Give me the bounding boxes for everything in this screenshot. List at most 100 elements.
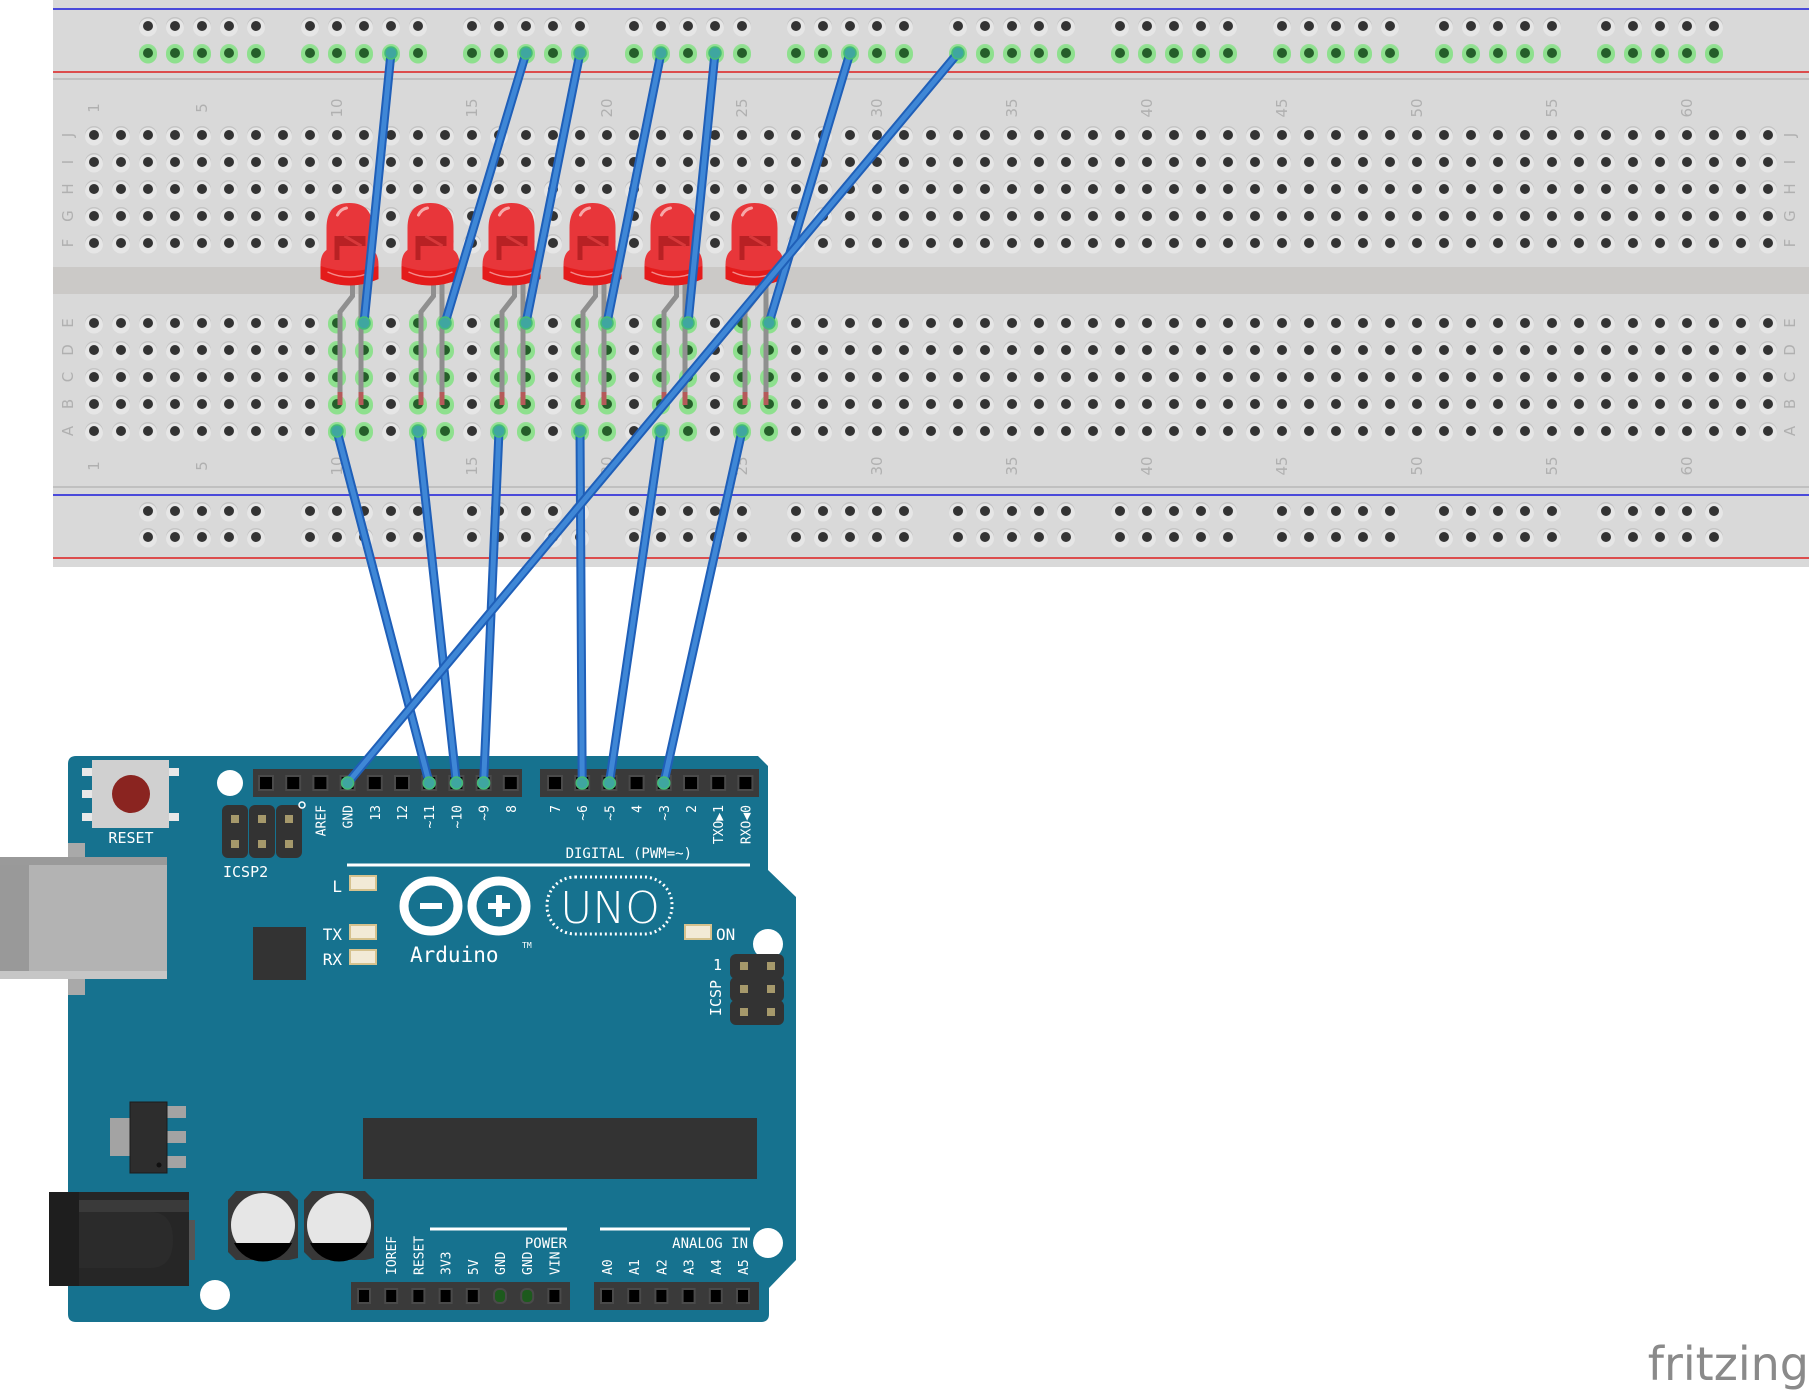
breadboard-hole[interactable] bbox=[193, 180, 211, 200]
breadboard-hole[interactable] bbox=[814, 395, 832, 415]
breadboard-hole[interactable] bbox=[1246, 368, 1264, 388]
breadboard-hole[interactable] bbox=[1651, 153, 1669, 173]
rail-hole[interactable] bbox=[409, 17, 427, 37]
breadboard-hole[interactable] bbox=[301, 368, 319, 388]
breadboard-hole[interactable] bbox=[463, 180, 481, 200]
rail-hole[interactable] bbox=[787, 44, 805, 64]
breadboard-hole[interactable] bbox=[625, 341, 643, 361]
breadboard-hole[interactable] bbox=[1030, 126, 1048, 146]
breadboard-hole[interactable] bbox=[1273, 368, 1291, 388]
reset-button[interactable] bbox=[82, 760, 179, 828]
breadboard-hole[interactable] bbox=[706, 368, 724, 388]
breadboard-hole[interactable] bbox=[1084, 126, 1102, 146]
breadboard-hole[interactable] bbox=[1489, 126, 1507, 146]
breadboard-hole[interactable] bbox=[1543, 395, 1561, 415]
breadboard-hole[interactable] bbox=[1165, 341, 1183, 361]
breadboard-hole[interactable] bbox=[1678, 153, 1696, 173]
breadboard-hole[interactable] bbox=[1273, 395, 1291, 415]
rail-hole[interactable] bbox=[1192, 44, 1210, 64]
breadboard-hole[interactable] bbox=[652, 341, 670, 361]
breadboard-hole[interactable] bbox=[1435, 153, 1453, 173]
breadboard-hole[interactable] bbox=[1273, 153, 1291, 173]
breadboard-hole[interactable] bbox=[1543, 180, 1561, 200]
breadboard-hole[interactable] bbox=[544, 368, 562, 388]
breadboard-hole[interactable] bbox=[1192, 234, 1210, 254]
breadboard-hole[interactable] bbox=[814, 180, 832, 200]
rail-hole[interactable] bbox=[1192, 528, 1210, 548]
breadboard-hole[interactable] bbox=[1327, 314, 1345, 334]
breadboard-hole[interactable] bbox=[1219, 368, 1237, 388]
breadboard-hole[interactable] bbox=[1462, 234, 1480, 254]
breadboard-hole[interactable] bbox=[1165, 422, 1183, 442]
rail-hole[interactable] bbox=[1219, 528, 1237, 548]
breadboard-hole[interactable] bbox=[652, 314, 670, 334]
rail-hole[interactable] bbox=[787, 17, 805, 37]
breadboard-hole[interactable] bbox=[1597, 422, 1615, 442]
breadboard-hole[interactable] bbox=[1192, 395, 1210, 415]
breadboard-hole[interactable] bbox=[1570, 395, 1588, 415]
breadboard-hole[interactable] bbox=[706, 314, 724, 334]
breadboard-hole[interactable] bbox=[1354, 314, 1372, 334]
breadboard-hole[interactable] bbox=[598, 422, 616, 442]
breadboard-hole[interactable] bbox=[814, 422, 832, 442]
breadboard-hole[interactable] bbox=[1651, 234, 1669, 254]
breadboard-hole[interactable] bbox=[517, 153, 535, 173]
breadboard-hole[interactable] bbox=[139, 207, 157, 227]
rail-hole[interactable] bbox=[328, 528, 346, 548]
rail-hole[interactable] bbox=[1354, 44, 1372, 64]
rail-hole[interactable] bbox=[247, 502, 265, 522]
breadboard-hole[interactable] bbox=[355, 368, 373, 388]
breadboard-hole[interactable] bbox=[1678, 341, 1696, 361]
breadboard-hole[interactable] bbox=[787, 422, 805, 442]
breadboard-hole[interactable] bbox=[1354, 368, 1372, 388]
breadboard-hole[interactable] bbox=[1030, 395, 1048, 415]
breadboard-hole[interactable] bbox=[1111, 368, 1129, 388]
breadboard-hole[interactable] bbox=[1111, 207, 1129, 227]
breadboard-hole[interactable] bbox=[1327, 395, 1345, 415]
breadboard-hole[interactable] bbox=[1732, 234, 1750, 254]
breadboard-hole[interactable] bbox=[1300, 341, 1318, 361]
breadboard-hole[interactable] bbox=[1084, 341, 1102, 361]
breadboard-hole[interactable] bbox=[463, 341, 481, 361]
breadboard-hole[interactable] bbox=[868, 395, 886, 415]
breadboard-hole[interactable] bbox=[517, 395, 535, 415]
breadboard-hole[interactable] bbox=[787, 368, 805, 388]
breadboard-hole[interactable] bbox=[1408, 395, 1426, 415]
breadboard-hole[interactable] bbox=[1219, 234, 1237, 254]
breadboard-hole[interactable] bbox=[382, 207, 400, 227]
rail-hole[interactable] bbox=[625, 17, 643, 37]
rail-hole[interactable] bbox=[409, 528, 427, 548]
rail-hole[interactable] bbox=[355, 44, 373, 64]
breadboard-hole[interactable] bbox=[1462, 395, 1480, 415]
breadboard-hole[interactable] bbox=[949, 314, 967, 334]
rail-hole[interactable] bbox=[841, 17, 859, 37]
breadboard-hole[interactable] bbox=[1084, 368, 1102, 388]
rail-hole[interactable] bbox=[247, 528, 265, 548]
rail-hole[interactable] bbox=[463, 17, 481, 37]
led-led3[interactable] bbox=[482, 203, 541, 405]
breadboard-hole[interactable] bbox=[1111, 341, 1129, 361]
analog-pin-A4[interactable] bbox=[708, 1288, 723, 1304]
rail-hole[interactable] bbox=[1651, 44, 1669, 64]
wire-end[interactable] bbox=[951, 46, 965, 60]
rail-hole[interactable] bbox=[1516, 44, 1534, 64]
rail-hole[interactable] bbox=[652, 528, 670, 548]
breadboard-hole[interactable] bbox=[868, 207, 886, 227]
rail-hole[interactable] bbox=[1516, 17, 1534, 37]
breadboard-hole[interactable] bbox=[1354, 422, 1372, 442]
rail-hole[interactable] bbox=[1624, 17, 1642, 37]
breadboard-hole[interactable] bbox=[193, 368, 211, 388]
breadboard-hole[interactable] bbox=[949, 207, 967, 227]
breadboard-hole[interactable] bbox=[1327, 422, 1345, 442]
breadboard-hole[interactable] bbox=[1435, 207, 1453, 227]
rail-hole[interactable] bbox=[1327, 528, 1345, 548]
breadboard-hole[interactable] bbox=[1759, 341, 1777, 361]
breadboard-hole[interactable] bbox=[1219, 395, 1237, 415]
rail-hole[interactable] bbox=[1624, 528, 1642, 548]
breadboard-hole[interactable] bbox=[679, 180, 697, 200]
breadboard-hole[interactable] bbox=[409, 153, 427, 173]
breadboard-hole[interactable] bbox=[517, 422, 535, 442]
breadboard-hole[interactable] bbox=[301, 395, 319, 415]
wire-end[interactable] bbox=[654, 424, 668, 438]
digital-pin-1[interactable] bbox=[710, 775, 727, 791]
